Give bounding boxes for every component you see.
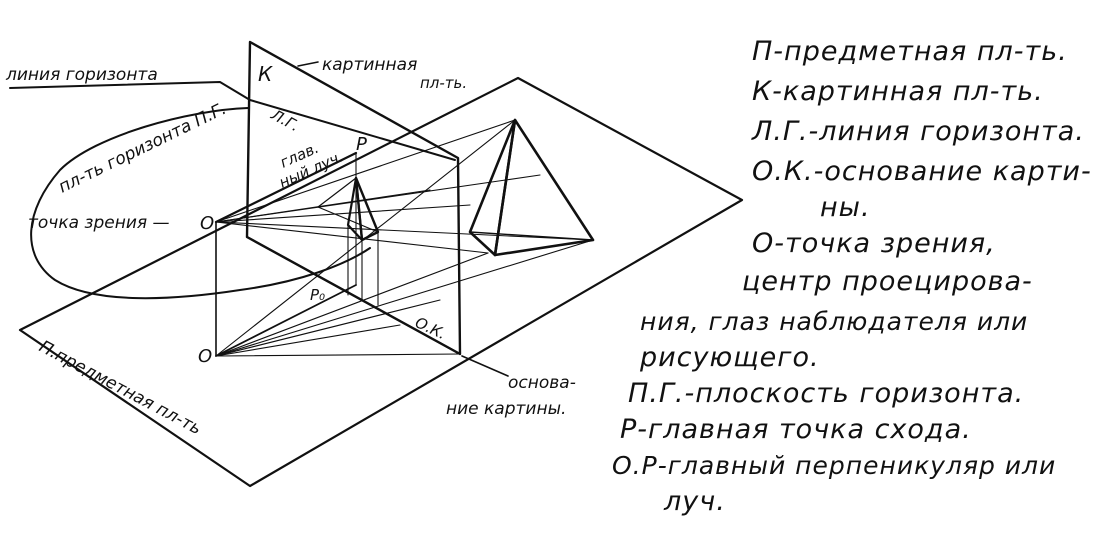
legend-line: ния, глаз наблюдателя или xyxy=(640,307,1028,336)
base-leader xyxy=(461,355,509,377)
label-p0: Р₀ xyxy=(310,286,325,304)
main-ray xyxy=(214,151,358,224)
label-object-plane: П.предметная пл-ть xyxy=(36,337,205,439)
pyramid-image xyxy=(317,176,380,242)
label-picture-plane-2: пл-ть. xyxy=(420,74,467,92)
legend-line: центр проецирова- xyxy=(742,266,1033,297)
label-picture-plane-1: картинная xyxy=(322,55,417,75)
label-view-point: точка зрения — xyxy=(28,213,170,233)
projection-rays-upper xyxy=(215,119,594,254)
projection-rays-lower xyxy=(215,119,594,357)
label-k: К xyxy=(258,62,273,86)
legend-line: П-предметная пл-ть. xyxy=(752,36,1068,67)
label-o-lower: О xyxy=(198,346,212,367)
label-base-2: ние картины. xyxy=(446,399,566,419)
legend-line: ны. xyxy=(820,192,871,223)
label-lg: Л.Г. xyxy=(267,105,302,135)
horizon-line xyxy=(9,81,456,161)
legend-line: О.К.-основание карти- xyxy=(752,156,1092,187)
legend-line: О-точка зрения, xyxy=(752,228,996,259)
legend-line: О.Р-главный перпеникуляр или xyxy=(612,451,1056,480)
label-p: Р xyxy=(356,134,367,155)
picture-base-line xyxy=(246,236,461,355)
legend-line: П.Г.-плоскость горизонта. xyxy=(628,378,1024,409)
legend-line: К-картинная пл-ть. xyxy=(752,76,1044,107)
label-base-1: основа- xyxy=(508,373,576,393)
horizon-plane-loop xyxy=(30,107,371,300)
legend: П-предметная пл-ть. К-картинная пл-ть. Л… xyxy=(612,36,1092,517)
legend-line: луч. xyxy=(663,486,726,517)
legend-line: рисующего. xyxy=(639,342,820,373)
pyramid-object xyxy=(468,118,595,257)
vertical-projections xyxy=(347,152,379,306)
legend-line: Л.Г.-линия горизонта. xyxy=(751,116,1085,147)
picture-plane-leader xyxy=(297,61,319,67)
legend-line: Р-главная точка схода. xyxy=(620,414,972,445)
object-plane xyxy=(18,76,744,488)
label-horizon-plane: пл-ть горизонта П.Г. xyxy=(55,99,229,198)
label-horizon-line: линия горизонта xyxy=(5,65,158,85)
ground-main-line xyxy=(215,284,357,357)
label-o-upper: О xyxy=(200,213,214,234)
